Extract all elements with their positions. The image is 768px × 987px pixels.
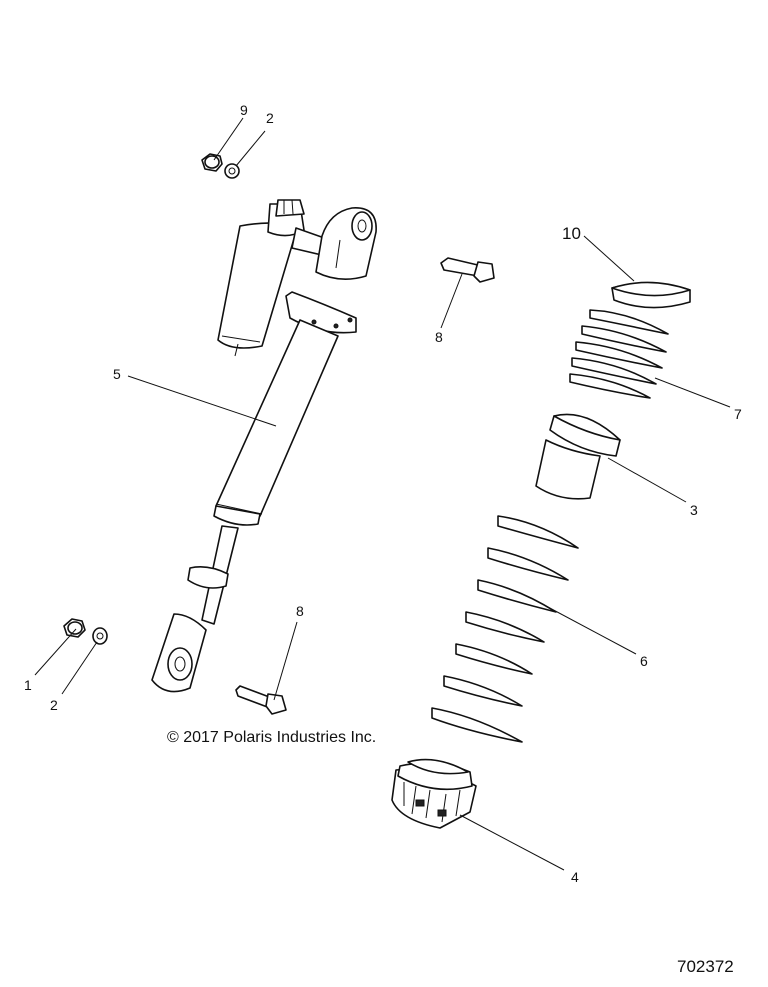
leader-1 [34, 628, 77, 676]
part-3-spacer [535, 413, 621, 500]
part-2-washer-bottom [92, 627, 108, 645]
leader-10 [583, 235, 635, 282]
callout-10: 10 [562, 224, 581, 243]
callout-1: 1 [24, 677, 32, 693]
leader-5 [127, 375, 277, 427]
callout-2-top: 2 [266, 110, 274, 126]
part-5-shock-absorber [151, 199, 377, 693]
leader-8-top [440, 273, 463, 329]
callout-7: 7 [734, 406, 742, 422]
leader-2-top [235, 130, 266, 167]
part-7-upper-spring [569, 309, 669, 399]
part-4-lower-seat [391, 758, 477, 829]
leader-4 [459, 814, 565, 871]
part-1-nut [63, 618, 86, 638]
callout-8-bottom: 8 [296, 603, 304, 619]
callout-5: 5 [113, 366, 121, 382]
leader-lines [34, 117, 731, 871]
callout-4: 4 [571, 869, 579, 885]
copyright-notice: © 2017 Polaris Industries Inc. [167, 729, 376, 746]
leader-6 [545, 605, 637, 655]
part-8-bolt-bottom [235, 685, 287, 715]
leader-2-bottom [61, 641, 98, 695]
callout-2-bottom: 2 [50, 697, 58, 713]
part-9-nut [201, 153, 223, 172]
part-8-bolt-top [440, 257, 495, 283]
leader-8-bottom [273, 621, 298, 701]
part-10-top-cap [611, 281, 691, 309]
callout-3: 3 [690, 502, 698, 518]
callout-9: 9 [240, 102, 248, 118]
part-2-washer-top [224, 163, 240, 179]
document-number: 702372 [677, 957, 734, 976]
part-6-main-spring [431, 515, 579, 743]
leader-9 [213, 117, 244, 161]
leader-7 [654, 377, 731, 408]
leader-3 [607, 457, 687, 503]
callout-6: 6 [640, 653, 648, 669]
callout-8-top: 8 [435, 329, 443, 345]
